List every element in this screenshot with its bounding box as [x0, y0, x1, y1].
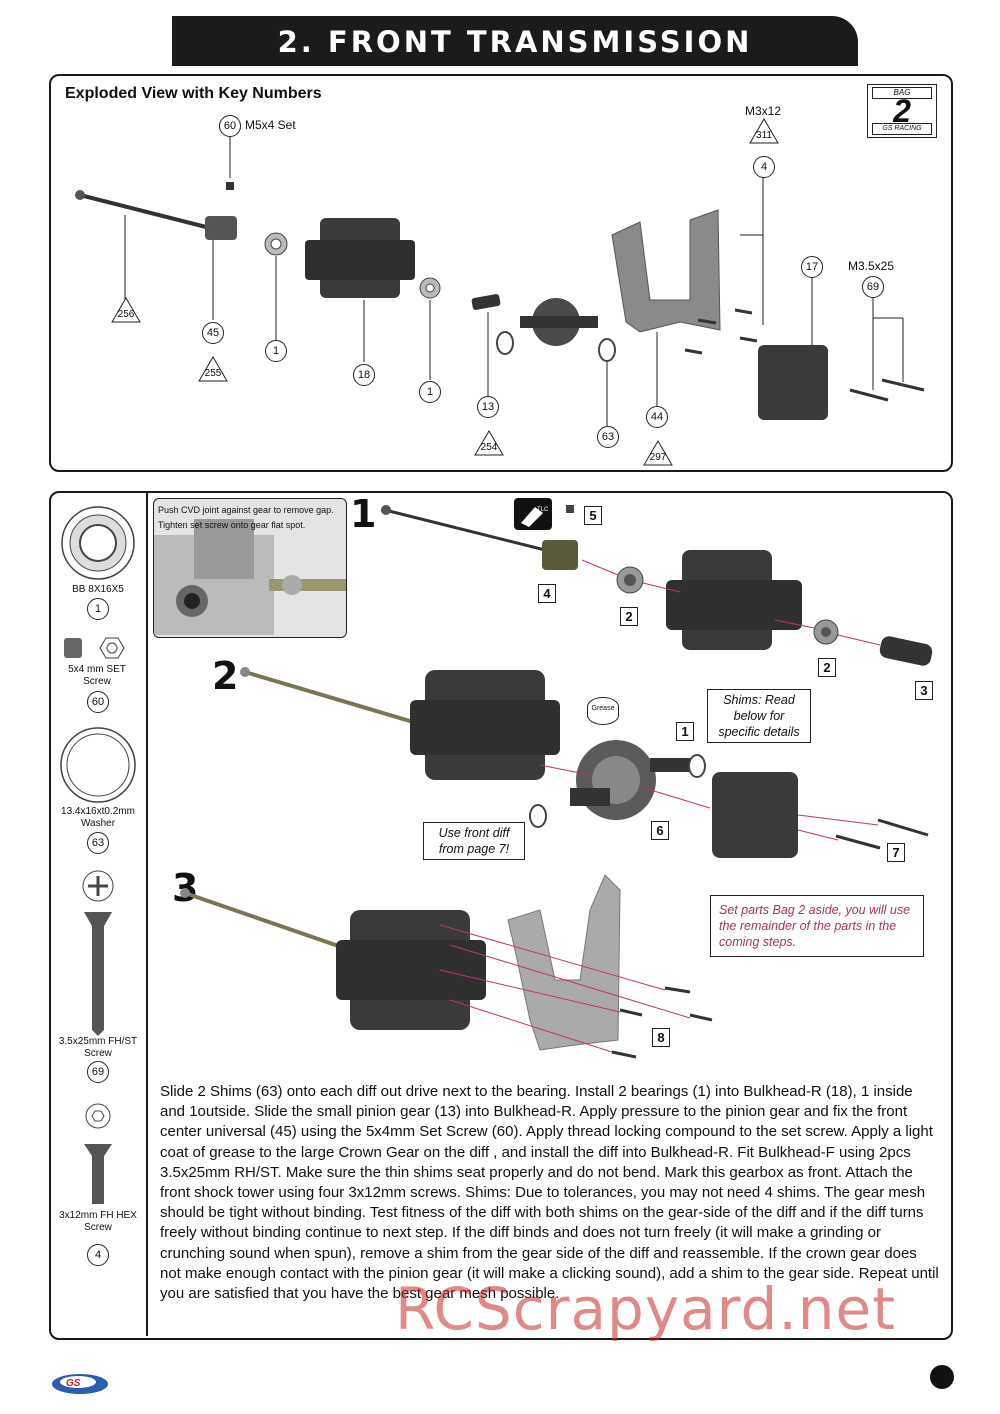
key-1a: 1: [265, 340, 287, 362]
part-num-60: 60: [87, 691, 109, 713]
part-num-69: 69: [87, 1061, 109, 1083]
key-13: 13: [477, 396, 499, 418]
instructions-text: Slide 2 Shims (63) onto each diff out dr…: [160, 1083, 939, 1303]
step-3: 3: [172, 866, 199, 910]
step-1: 1: [350, 492, 377, 536]
shims-note: Shims: Read below for specific details: [707, 689, 811, 743]
key-17: 17: [801, 256, 823, 278]
bag-aside-note: Set parts Bag 2 aside, you will use the …: [710, 895, 924, 957]
step-2: 2: [212, 654, 239, 698]
gs-racing-logo: GS: [52, 1374, 108, 1394]
key-45: 45: [202, 322, 224, 344]
triangle-256-label: 256: [117, 309, 135, 320]
grease-label: Grease: [591, 705, 615, 712]
callout-3: 3: [915, 681, 933, 700]
detail-inset: Push CVD joint against gear to remove ga…: [153, 498, 347, 638]
callout-2a: 2: [620, 607, 638, 626]
callout-2b: 2: [818, 658, 836, 677]
part-bb-8x16x5: BB 8X16X5: [72, 584, 124, 595]
callout-7: 7: [887, 843, 905, 862]
triangle-254-label: 254: [480, 442, 498, 453]
callout-1: 1: [676, 722, 694, 741]
part-num-4: 4: [87, 1244, 109, 1266]
part-fh-hex-screw: 3x12mm FH HEX Screw: [59, 1210, 137, 1233]
callout-5: 5: [584, 506, 602, 525]
bearing-icon: [61, 506, 135, 580]
set-screw-icon: [64, 637, 125, 659]
bag-label: BAG: [872, 87, 932, 99]
key-63: 63: [597, 426, 619, 448]
watermark: RCScrapyard.net: [395, 1275, 896, 1343]
triangle-254: 254: [474, 430, 504, 456]
bag-number: 2: [893, 93, 911, 129]
page-title: 2. FRONT TRANSMISSION: [277, 25, 753, 59]
part-num-63: 63: [87, 832, 109, 854]
key-4: 4: [753, 156, 775, 178]
washer-icon: [60, 727, 136, 803]
section-banner: 2. FRONT TRANSMISSION: [172, 16, 858, 66]
triangle-297: 297: [643, 440, 673, 466]
page-marker-dot: [930, 1365, 954, 1389]
triangle-255-label: 255: [204, 368, 222, 379]
part-num-1: 1: [87, 598, 109, 620]
key-1b: 1: [419, 381, 441, 403]
tlc-label: TLC: [537, 507, 549, 513]
callout-4: 4: [538, 584, 556, 603]
callout-8: 8: [652, 1028, 670, 1047]
inset-note-line2: Tighten set screw onto gear flat spot.: [158, 520, 306, 530]
assembly-illustration: [180, 505, 933, 1059]
triangle-311-label: 311: [756, 130, 772, 141]
m3x12-label: M3x12: [745, 104, 782, 118]
key-44: 44: [646, 406, 668, 428]
part-washer: 13.4x16xt0.2mm Washer: [61, 806, 135, 829]
exploded-illustration: [75, 135, 925, 426]
inset-note-line1: Push CVD joint against gear to remove ga…: [158, 505, 334, 515]
sidebar-divider: [146, 493, 148, 1336]
key-60: 60: [219, 115, 241, 137]
part-5x4-set-screw: 5x4 mm SET Screw: [68, 664, 126, 687]
m35x25-label: M3.5x25: [848, 259, 895, 273]
bag-badge: BAG 2 GS RACING: [867, 84, 937, 138]
thread-lock-icon: TLC: [514, 498, 552, 530]
triangle-255: 255: [198, 356, 228, 382]
bag-brand: GS RACING: [872, 123, 932, 135]
fh-hex-screw-icon: [84, 1103, 112, 1204]
triangle-297-label: 297: [649, 452, 667, 463]
fh-st-screw-icon: [82, 870, 114, 1036]
m5x4-label: M5x4 Set: [245, 118, 296, 132]
inset-note: Push CVD joint against gear to remove ga…: [158, 503, 334, 533]
grease-icon: Grease: [587, 697, 619, 725]
svg-text:GS: GS: [66, 1378, 81, 1389]
key-18: 18: [353, 364, 375, 386]
triangle-311: 311: [749, 118, 779, 144]
triangle-256: 256: [111, 297, 141, 323]
callout-6: 6: [651, 821, 669, 840]
exploded-view-title: Exploded View with Key Numbers: [65, 85, 322, 102]
inset-illustration: [154, 519, 346, 635]
key-69: 69: [862, 276, 884, 298]
front-diff-note: Use front diff from page 7!: [423, 822, 525, 860]
part-fh-st-screw: 3.5x25mm FH/ST Screw: [58, 1036, 138, 1059]
